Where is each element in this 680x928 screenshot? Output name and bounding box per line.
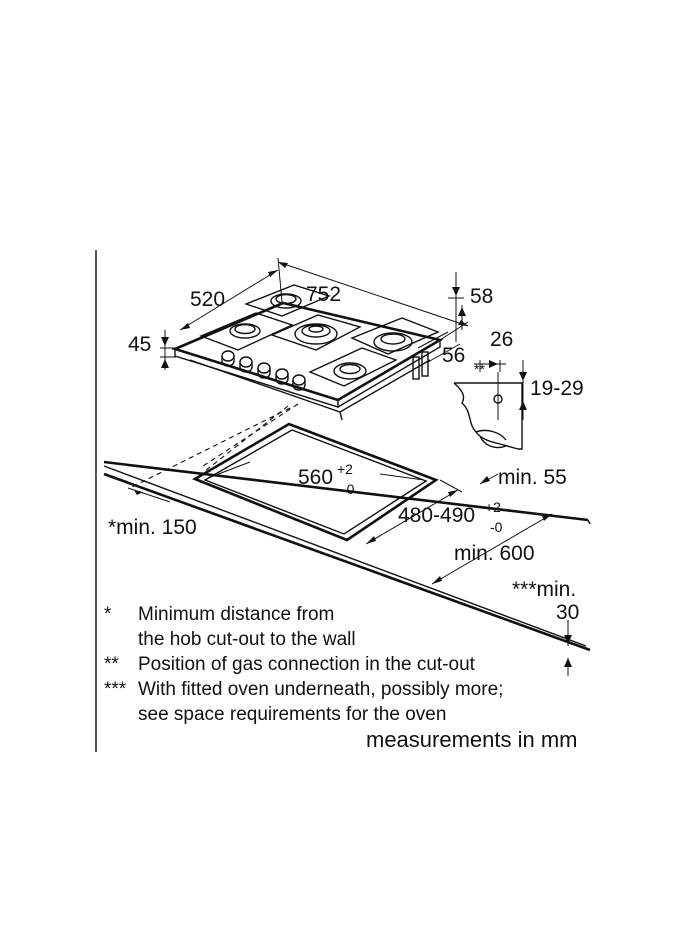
label-rear-height: 58 <box>470 285 493 308</box>
svg-text:560: 560 <box>298 466 333 489</box>
burners <box>229 293 413 380</box>
label-min-oven-value: 30 <box>556 601 579 624</box>
note-2-marker: ** <box>104 654 119 675</box>
label-side-offset: 56 <box>442 344 465 367</box>
notes: * Minimum distance from the hob cut-out … <box>104 604 503 725</box>
dim-rear-height <box>448 272 466 342</box>
hob <box>171 301 444 421</box>
dim-cutout-width <box>207 461 425 481</box>
dim-width <box>277 257 469 341</box>
dim-front-height <box>160 330 176 370</box>
burner-front-left <box>229 323 261 339</box>
label-min-oven-prefix: ***min. <box>512 578 576 601</box>
dim-cutout-depth <box>365 479 463 545</box>
label-min-worktop: min. 600 <box>454 542 535 565</box>
note-1-line-2: the hob cut-out to the wall <box>138 629 356 650</box>
burner-rear-right <box>373 332 413 352</box>
units-label: measurements in mm <box>366 727 578 752</box>
svg-text:-0: -0 <box>342 481 355 497</box>
label-gas-height: 19-29 <box>530 377 584 400</box>
svg-text:+2: +2 <box>337 461 353 477</box>
dim-min-front <box>479 473 499 485</box>
label-gas-marker: ** <box>474 361 485 377</box>
dim-min-oven <box>564 620 572 676</box>
dim-depth <box>179 269 279 331</box>
pan-supports <box>199 284 440 387</box>
dim-side-offset <box>417 331 461 363</box>
gas-connection-detail <box>453 360 527 450</box>
label-min-front: min. 55 <box>498 466 567 489</box>
burner-front-right <box>333 362 367 380</box>
note-1-marker: * <box>104 604 112 625</box>
label-gas-offset: 26 <box>490 328 513 351</box>
svg-text:-0: -0 <box>490 519 503 535</box>
dim-min-wall <box>127 487 171 503</box>
note-2-line-1: Position of gas connection in the cut-ou… <box>138 654 476 675</box>
burner-center <box>294 323 338 345</box>
label-cutout-width: 560 +2 -0 <box>298 461 355 497</box>
svg-text:+2: +2 <box>485 499 501 515</box>
projection-lines <box>129 403 299 489</box>
note-1-line-1: Minimum distance from <box>138 604 334 625</box>
label-cutout-depth: 480-490 +2 -0 <box>398 499 503 535</box>
label-depth: 520 <box>190 288 225 311</box>
label-min-wall: *min. 150 <box>108 516 197 539</box>
note-3-marker: *** <box>104 679 127 700</box>
note-3-line-1: With fitted oven underneath, possibly mo… <box>138 679 503 700</box>
svg-text:480-490: 480-490 <box>398 504 475 527</box>
note-3-line-2: see space requirements for the oven <box>138 704 446 725</box>
dim-min-worktop <box>431 513 553 585</box>
cutout-opening <box>192 422 439 542</box>
worktop <box>103 460 591 652</box>
label-front-height: 45 <box>128 333 151 356</box>
label-width: 752 <box>306 283 341 306</box>
burner-rear-left <box>270 293 302 309</box>
control-knobs <box>221 350 306 391</box>
